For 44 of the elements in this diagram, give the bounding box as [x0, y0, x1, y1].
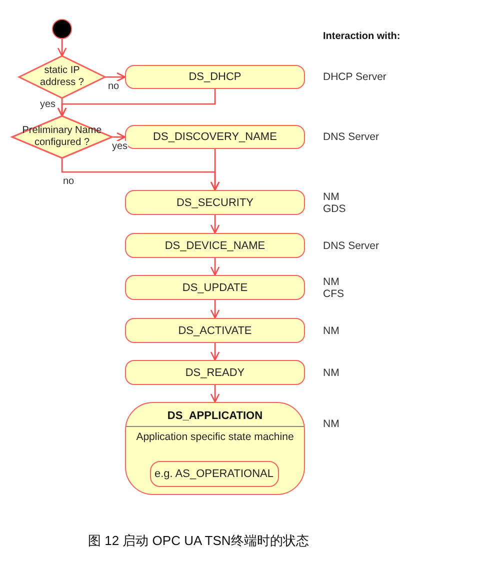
arrow — [210, 343, 220, 361]
state-name: DS_APPLICATION — [167, 409, 263, 423]
arrow — [210, 149, 220, 191]
substate-box — [150, 460, 278, 486]
state-box — [125, 233, 305, 258]
state-box — [125, 190, 305, 215]
initial-state-dot — [52, 19, 72, 39]
interaction-partner: NM — [323, 190, 340, 202]
arrow — [210, 300, 220, 319]
state-name: DS_DEVICE_NAME — [164, 240, 266, 252]
interaction-partner: DHCP Server — [323, 71, 386, 83]
arrow — [210, 385, 220, 403]
interaction-partner: GDS — [323, 202, 346, 214]
interaction-partner: DNS Server — [323, 131, 380, 143]
arrow — [105, 72, 126, 82]
edge-label: yes — [40, 99, 56, 111]
state-name: DS_SECURITY — [176, 196, 254, 208]
state-name: DS_UPDATE — [182, 282, 248, 294]
interaction-partner: NM — [323, 366, 340, 378]
arrow — [57, 39, 67, 57]
state-description: Application specific state machine — [136, 431, 294, 444]
state-name: e.g. AS_OPERATIONAL — [154, 468, 274, 480]
decision-question: static IP address ? — [39, 65, 85, 89]
interaction-partner: NM — [323, 276, 340, 288]
arrow — [210, 258, 220, 276]
state-box — [125, 318, 305, 343]
interaction-partner: NM — [323, 324, 340, 336]
figure-caption: 图 12 启动 OPC UA TSN终端时的状态 — [88, 532, 309, 550]
state-name: DS_DISCOVERY_NAME — [153, 131, 277, 143]
state-box — [125, 360, 305, 385]
composite-state-box — [125, 402, 305, 495]
state-box — [125, 275, 305, 300]
state-name: DS_ACTIVATE — [178, 324, 252, 336]
state-name: DS_READY — [185, 366, 245, 378]
arrow — [112, 132, 126, 142]
edge-label: yes — [112, 141, 128, 153]
interaction-partner: CFS — [323, 288, 344, 300]
arrow — [210, 215, 220, 234]
arrow — [57, 89, 216, 117]
state-box — [125, 65, 305, 89]
interaction-partner: DNS Server — [323, 240, 380, 252]
interaction-partner: NM — [323, 418, 340, 430]
state-name: DS_DHCP — [188, 71, 242, 83]
column-heading: Interaction with: — [323, 31, 400, 42]
